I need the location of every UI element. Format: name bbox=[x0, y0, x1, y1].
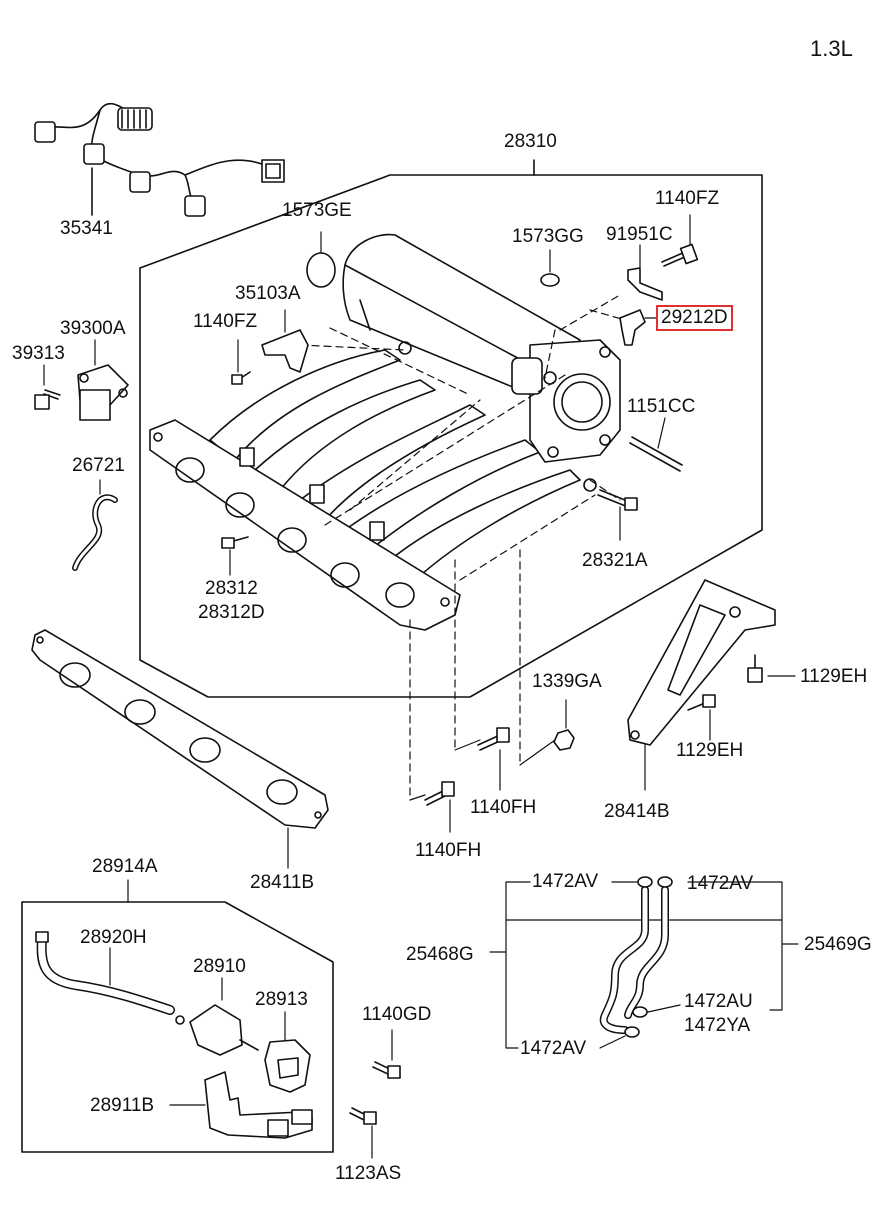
gasket-1573GG bbox=[540, 273, 560, 287]
bracket-35103A bbox=[261, 309, 309, 373]
bracket-91951C bbox=[627, 267, 663, 301]
purge-control-assembly bbox=[21, 879, 334, 1153]
label-28321A: 28321A bbox=[582, 550, 648, 571]
label-35103A: 35103A bbox=[235, 283, 301, 304]
label-1140GD: 1140GD bbox=[362, 1004, 432, 1025]
bolt-39313 bbox=[34, 364, 61, 410]
label-1140FH-lower: 1140FH bbox=[415, 840, 482, 861]
label-91951C: 91951C bbox=[606, 224, 673, 245]
label-25468G: 25468G bbox=[406, 944, 474, 965]
gasket-28411B bbox=[31, 629, 329, 869]
label-25469G: 25469G bbox=[804, 934, 872, 955]
hose-assembly bbox=[489, 876, 799, 1049]
label-28910: 28910 bbox=[193, 956, 246, 977]
bolt-1140GD bbox=[372, 1029, 401, 1079]
bolt-1129EH-right bbox=[747, 654, 796, 683]
label-28411B: 28411B bbox=[250, 872, 315, 893]
label-28312: 28312 bbox=[205, 578, 258, 599]
label-1123AS: 1123AS bbox=[335, 1163, 402, 1184]
bolt-28312 bbox=[221, 536, 249, 576]
label-28920H: 28920H bbox=[80, 927, 147, 948]
bolt-28321A bbox=[597, 489, 638, 541]
label-28310: 28310 bbox=[504, 131, 557, 152]
label-26721: 26721 bbox=[72, 455, 125, 476]
sensor-39300A bbox=[77, 339, 129, 421]
dashed-guides bbox=[299, 294, 626, 801]
label-39300A: 39300A bbox=[60, 318, 126, 339]
label-28913: 28913 bbox=[255, 989, 308, 1010]
label-1472AU: 1472AU bbox=[684, 991, 753, 1012]
label-1129EH-right: 1129EH bbox=[800, 666, 868, 687]
label-1129EH-lower: 1129EH bbox=[676, 740, 744, 761]
label-1140FZ-left: 1140FZ bbox=[193, 311, 258, 332]
label-1573GE: 1573GE bbox=[282, 200, 352, 221]
stud-1151CC bbox=[629, 417, 683, 472]
label-29212D-highlighted[interactable]: 29212D bbox=[656, 305, 733, 331]
intake-manifold bbox=[149, 233, 621, 631]
label-1151CC: 1151CC bbox=[627, 396, 696, 417]
bolt-1123AS bbox=[349, 1107, 377, 1159]
label-28414B: 28414B bbox=[604, 801, 670, 822]
label-35341: 35341 bbox=[60, 218, 113, 239]
label-1140FH-upper: 1140FH bbox=[470, 797, 537, 818]
label-1472YA: 1472YA bbox=[684, 1015, 751, 1036]
label-1339GA: 1339GA bbox=[532, 671, 602, 692]
label-1472AV-left: 1472AV bbox=[532, 871, 599, 892]
bolt-1140FH-upper bbox=[477, 727, 510, 791]
label-1472AV-right: 1472AV bbox=[687, 873, 754, 894]
engine-label: 1.3L bbox=[810, 36, 853, 61]
label-1472AV-bottom: 1472AV bbox=[520, 1038, 587, 1059]
bolt-1140FZ-left bbox=[231, 339, 251, 385]
bolt-1129EH-lower bbox=[687, 694, 716, 741]
label-28312D: 28312D bbox=[198, 602, 265, 623]
manifold-assembly-outline bbox=[139, 159, 763, 698]
label-28914A: 28914A bbox=[92, 856, 158, 877]
label-28911B: 28911B bbox=[90, 1095, 155, 1116]
fitting-29212D bbox=[619, 309, 657, 346]
solid-guides bbox=[409, 739, 556, 801]
bracket-28414B bbox=[627, 579, 776, 791]
label-1140FZ-top: 1140FZ bbox=[655, 188, 720, 209]
gasket-1573GE bbox=[306, 252, 336, 288]
bolt-1140FH-lower bbox=[424, 781, 455, 833]
wiring-harness-35341 bbox=[34, 103, 285, 217]
label-39313: 39313 bbox=[12, 343, 65, 364]
nut-1339GA bbox=[553, 699, 575, 751]
label-1573GG: 1573GG bbox=[512, 226, 584, 247]
bolt-1140FZ-top bbox=[661, 214, 699, 267]
